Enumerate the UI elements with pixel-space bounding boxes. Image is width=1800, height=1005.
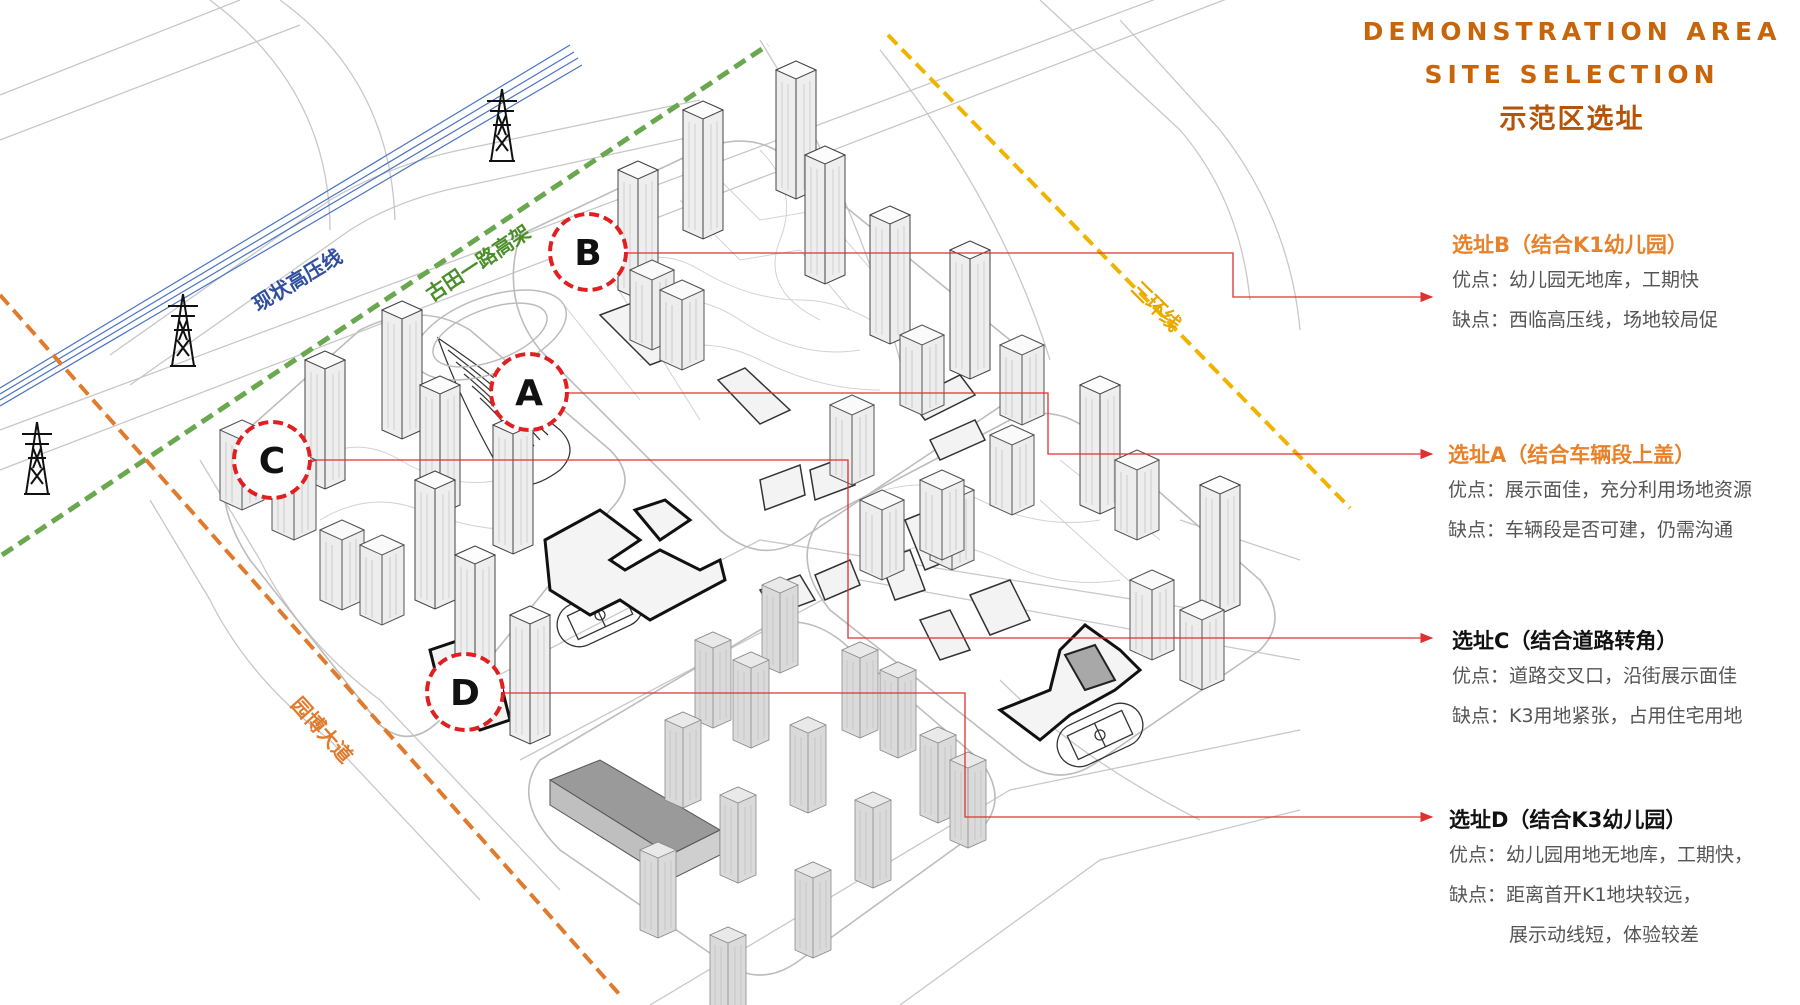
site-c-pro: 优点：道路交叉口，沿街展示面佳 bbox=[1452, 665, 1738, 687]
site-d-con: 缺点：距离首开K1地块较远， bbox=[1449, 884, 1702, 906]
site-a-description: 选址A（结合车辆段上盖） 优点：展示面佳，充分利用场地资源 缺点：车辆段是否可建… bbox=[1448, 440, 1793, 550]
avenue-line bbox=[0, 293, 622, 997]
site-markers: B A C D bbox=[232, 212, 628, 732]
svg-text:A: A bbox=[515, 373, 543, 414]
site-b-pro: 优点：幼儿园无地库，工期快 bbox=[1452, 269, 1700, 291]
ring-road-label: 三环线 bbox=[1126, 277, 1185, 336]
site-d-pro: 优点：幼儿园用地无地库，工期快， bbox=[1449, 844, 1754, 866]
marker-b[interactable]: B bbox=[548, 212, 628, 292]
svg-text:B: B bbox=[574, 233, 601, 274]
leader-lines bbox=[310, 252, 1434, 823]
pylon-icon bbox=[486, 88, 518, 162]
residential-towers bbox=[617, 60, 1241, 691]
site-b-title: 选址B（结合K1幼儿园） bbox=[1452, 233, 1688, 257]
site-b-description: 选址B（结合K1幼儿园） 优点：幼儿园无地库，工期快 缺点：西临高压线，场地较局… bbox=[1452, 230, 1797, 340]
title-cn: 示范区选址 bbox=[1499, 104, 1645, 135]
leader-line-c bbox=[310, 459, 1434, 644]
svg-text:C: C bbox=[259, 441, 285, 482]
marker-d[interactable]: D bbox=[425, 652, 505, 732]
site-c-description: 选址C（结合道路转角） 优点：道路交叉口，沿街展示面佳 缺点：K3用地紧张，占用… bbox=[1452, 626, 1797, 736]
leader-line-d bbox=[505, 692, 1434, 823]
school-block bbox=[1063, 643, 1117, 692]
site-a-title: 选址A（结合车辆段上盖） bbox=[1448, 443, 1696, 467]
pylon-icon bbox=[21, 421, 53, 495]
high-voltage-line bbox=[0, 44, 583, 407]
site-d-title: 选址D（结合K3幼儿园） bbox=[1449, 808, 1687, 832]
site-c-title: 选址C（结合道路转角） bbox=[1452, 629, 1678, 653]
site-a-con: 缺点：车辆段是否可建，仍需沟通 bbox=[1448, 519, 1734, 541]
site-d-con-continued: 展示动线短，体验较差 bbox=[1509, 924, 1700, 946]
avenue-label: 园博大道 bbox=[286, 692, 357, 768]
site-d-description: 选址D（结合K3幼儿园） 优点：幼儿园用地无地库，工期快， 缺点：距离首开K1地… bbox=[1449, 805, 1794, 955]
elevated-road-line bbox=[0, 42, 770, 558]
ring-road-line bbox=[886, 33, 1352, 510]
title-en-line1: DEMONSTRATION AREA bbox=[1362, 17, 1782, 46]
site-a-pro: 优点：展示面佳，充分利用场地资源 bbox=[1448, 479, 1753, 501]
page-header: DEMONSTRATION AREA SITE SELECTION 示范区选址 bbox=[1362, 10, 1782, 142]
site-c-con: 缺点：K3用地紧张，占用住宅用地 bbox=[1452, 705, 1743, 727]
leader-line-b bbox=[625, 252, 1434, 303]
marker-c[interactable]: C bbox=[232, 420, 312, 500]
svg-text:D: D bbox=[450, 673, 480, 714]
high-voltage-label: 现状高压线 bbox=[248, 244, 346, 316]
title-en-line2: SITE SELECTION bbox=[1424, 60, 1720, 89]
leader-line-a bbox=[565, 392, 1434, 460]
site-b-con: 缺点：西临高压线，场地较局促 bbox=[1452, 309, 1719, 331]
marker-a[interactable]: A bbox=[489, 352, 569, 432]
